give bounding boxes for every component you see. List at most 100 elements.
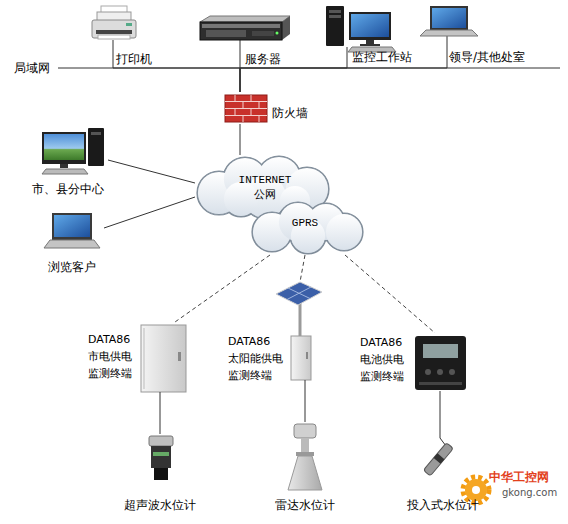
battery-terminal bbox=[449, 369, 455, 375]
wired-link bbox=[240, 68, 347, 92]
wireless-link bbox=[175, 255, 270, 322]
workstation-icon bbox=[329, 10, 341, 13]
device-node: 打印机 bbox=[88, 8, 160, 68]
mains-cabinet bbox=[141, 325, 186, 392]
firewall-icon bbox=[225, 108, 267, 109]
radar-sensor bbox=[288, 424, 322, 490]
battery-terminal bbox=[423, 344, 458, 358]
laptop-icon bbox=[420, 30, 478, 36]
submersible-probe bbox=[423, 438, 453, 476]
lan-bus bbox=[58, 36, 560, 68]
solar-station bbox=[291, 336, 311, 380]
battery-terminal bbox=[437, 369, 443, 375]
node-label: DATA86 太阳能供电 监测终端 bbox=[228, 333, 290, 384]
wired-link bbox=[113, 68, 240, 92]
printer-icon bbox=[96, 30, 132, 34]
node-label: 超声波水位计 bbox=[112, 498, 208, 512]
node-label: 领导/其他处室 bbox=[449, 50, 525, 64]
printer-icon bbox=[98, 35, 130, 39]
battery-terminal bbox=[425, 369, 431, 375]
server-icon bbox=[202, 24, 280, 28]
desktop-icon bbox=[60, 164, 68, 168]
firewall-icon bbox=[243, 102, 244, 109]
printer-icon bbox=[92, 20, 136, 38]
watermark-gear bbox=[465, 479, 487, 501]
wired-link bbox=[440, 391, 441, 438]
node-label: 监控工作站 bbox=[352, 50, 412, 64]
lan-bus bbox=[58, 68, 560, 69]
radar-sensor bbox=[301, 438, 309, 454]
solar-station bbox=[288, 288, 310, 299]
workstation-icon bbox=[349, 12, 391, 40]
server-icon bbox=[200, 16, 290, 40]
solar-station bbox=[276, 282, 322, 305]
workstation-icon bbox=[326, 6, 396, 52]
watermark-gear bbox=[472, 486, 480, 494]
firewall-icon bbox=[259, 102, 260, 109]
workstation-icon bbox=[351, 14, 389, 37]
firewall-icon bbox=[235, 109, 236, 116]
node-label: DATA86 电池供电 监测终端 bbox=[360, 334, 414, 385]
firewall-icon bbox=[243, 116, 244, 123]
lan-bus bbox=[113, 40, 114, 68]
desktop-icon bbox=[44, 134, 84, 160]
server-icon bbox=[206, 30, 246, 37]
sensor-node: 超声波水位计 bbox=[112, 434, 208, 516]
node-label: 服务器 bbox=[245, 52, 281, 66]
server-icon bbox=[282, 16, 290, 40]
cloud-fill bbox=[224, 182, 258, 216]
laptop-icon bbox=[420, 6, 478, 36]
server-icon bbox=[276, 32, 279, 35]
ultrasonic-sensor bbox=[149, 436, 173, 480]
firewall-icon bbox=[251, 109, 252, 116]
node-label: 浏览客户 bbox=[40, 260, 104, 274]
node-label: 市、县分中心 bbox=[28, 182, 108, 196]
device-node: 市、县分中心 bbox=[28, 126, 108, 198]
firewall-icon bbox=[259, 116, 260, 123]
mains-cabinet bbox=[144, 328, 145, 389]
wired-link bbox=[240, 68, 447, 92]
laptop-icon bbox=[432, 8, 466, 28]
device-node: 服务器 bbox=[198, 8, 292, 68]
battery-terminal bbox=[419, 382, 462, 385]
firewall-icon bbox=[251, 95, 252, 102]
wireless-link bbox=[345, 255, 435, 333]
terminal-node: DATA86 太阳能供电 监测终端 bbox=[228, 282, 324, 380]
server-icon bbox=[200, 16, 290, 22]
mains-cabinet bbox=[141, 325, 186, 392]
solar-station bbox=[287, 287, 311, 300]
laptop-icon bbox=[430, 6, 468, 30]
battery-terminal bbox=[415, 336, 466, 390]
laptop-icon bbox=[44, 240, 100, 248]
wireless-link bbox=[300, 255, 305, 282]
mains-cabinet bbox=[178, 352, 181, 361]
watermark-text: gkong.com bbox=[502, 486, 557, 500]
network-label: 局域网 bbox=[14, 61, 50, 75]
desktop-icon bbox=[42, 169, 88, 174]
lan-bus bbox=[347, 47, 348, 68]
printer-icon bbox=[126, 23, 132, 26]
firewall-node: 防火墙 bbox=[222, 92, 314, 124]
device-node: 领导/其他处室 bbox=[420, 4, 532, 68]
node-label: INTERNET 公网 bbox=[233, 173, 297, 203]
device-node: 浏览客户 bbox=[40, 210, 104, 274]
node-label: 雷达水位计 bbox=[262, 498, 348, 512]
ultrasonic-sensor bbox=[153, 452, 169, 456]
radar-sensor bbox=[294, 424, 316, 438]
node-label: 防火墙 bbox=[272, 106, 308, 120]
workstation-icon bbox=[329, 15, 341, 18]
laptop-icon bbox=[54, 215, 90, 237]
server-icon bbox=[252, 31, 274, 36]
firewall-icon bbox=[235, 95, 236, 102]
terminal-node: DATA86 电池供电 监测终端 bbox=[360, 333, 468, 391]
node-label: 打印机 bbox=[116, 52, 152, 66]
laptop-icon bbox=[52, 213, 92, 240]
desktop-icon bbox=[91, 132, 101, 135]
sensor-node: 雷达水位计 bbox=[262, 422, 348, 516]
ultrasonic-sensor bbox=[151, 446, 171, 468]
device-node: 监控工作站 bbox=[322, 2, 418, 68]
lan-bus bbox=[240, 40, 241, 68]
workstation-icon bbox=[326, 6, 344, 46]
solar-station bbox=[276, 282, 322, 380]
